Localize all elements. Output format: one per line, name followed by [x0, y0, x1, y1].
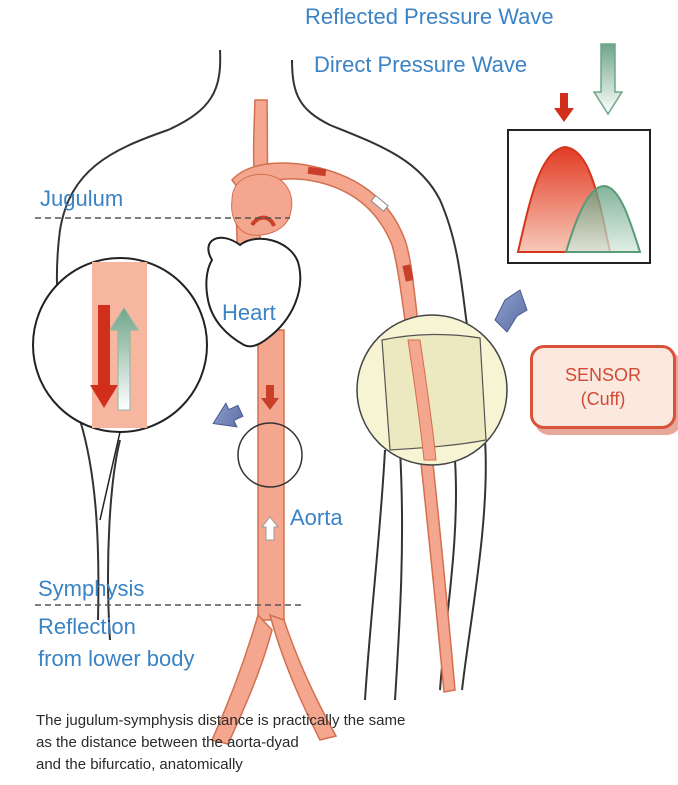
- cuff-view: [357, 315, 507, 465]
- reflected-wave-label: Reflected Pressure Wave: [305, 4, 554, 30]
- left-arrow: [208, 399, 246, 435]
- sensor-label: SENSOR: [565, 363, 641, 387]
- reflection-label-line2: from lower body: [38, 646, 195, 672]
- reflection-label-line1: Reflection: [38, 614, 136, 640]
- jugulum-label: Jugulum: [40, 186, 123, 212]
- direct-down-arrow: [594, 44, 622, 114]
- heart-label: Heart: [222, 300, 276, 326]
- aorta-label: Aorta: [290, 505, 343, 531]
- caption-line1: The jugulum-symphysis distance is practi…: [36, 712, 405, 729]
- caption-line3: and the bifurcatio, anatomically: [36, 756, 243, 773]
- cuff-label: (Cuff): [581, 387, 626, 411]
- caption-line2: as the distance between the aorta-dyad: [36, 734, 299, 751]
- symphysis-label: Symphysis: [38, 576, 144, 602]
- sensor-cuff-box: SENSOR (Cuff): [530, 345, 676, 429]
- reflected-down-arrow: [554, 93, 574, 122]
- direct-wave-label: Direct Pressure Wave: [314, 52, 527, 78]
- waveform-panel: [508, 130, 650, 263]
- up-right-arrow: [495, 290, 527, 332]
- magnified-view: [33, 258, 207, 520]
